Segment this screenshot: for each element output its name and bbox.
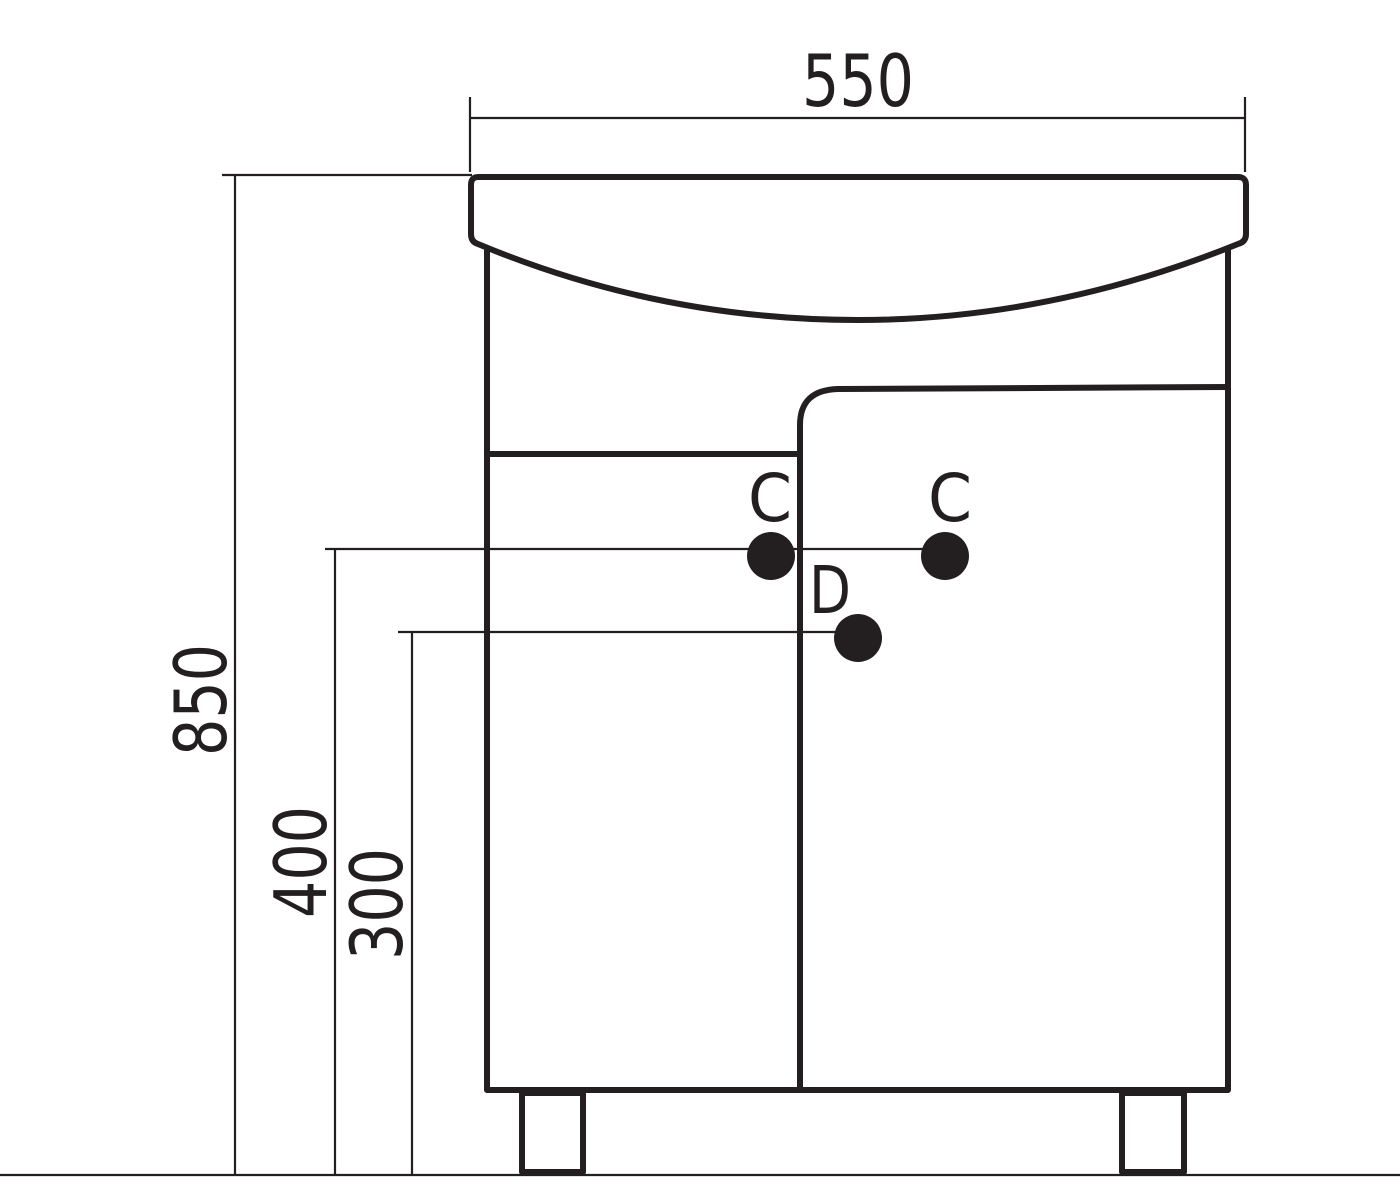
marker-c-right: C <box>928 460 972 537</box>
height-label: 850 <box>159 644 243 756</box>
drain-point <box>834 614 882 662</box>
supply-height-label: 400 <box>259 806 343 918</box>
marker-d: D <box>809 552 851 629</box>
drain-height-dimension: 300 <box>335 630 858 1175</box>
right-leg <box>1119 1090 1187 1175</box>
sink-basin <box>468 174 1249 323</box>
width-dimension: 550 <box>468 39 1247 172</box>
left-leg <box>519 1090 586 1175</box>
drain-height-label: 300 <box>335 848 419 960</box>
width-label: 550 <box>802 39 914 123</box>
cabinet-body <box>484 250 1231 1093</box>
right-door-outline <box>797 384 1229 1090</box>
height-dimension: 850 <box>159 173 472 1175</box>
marker-c-left: C <box>748 460 792 537</box>
hot-water-point <box>921 532 969 580</box>
cold-water-point <box>747 532 795 580</box>
supply-height-dimension: 400 <box>259 547 945 1175</box>
